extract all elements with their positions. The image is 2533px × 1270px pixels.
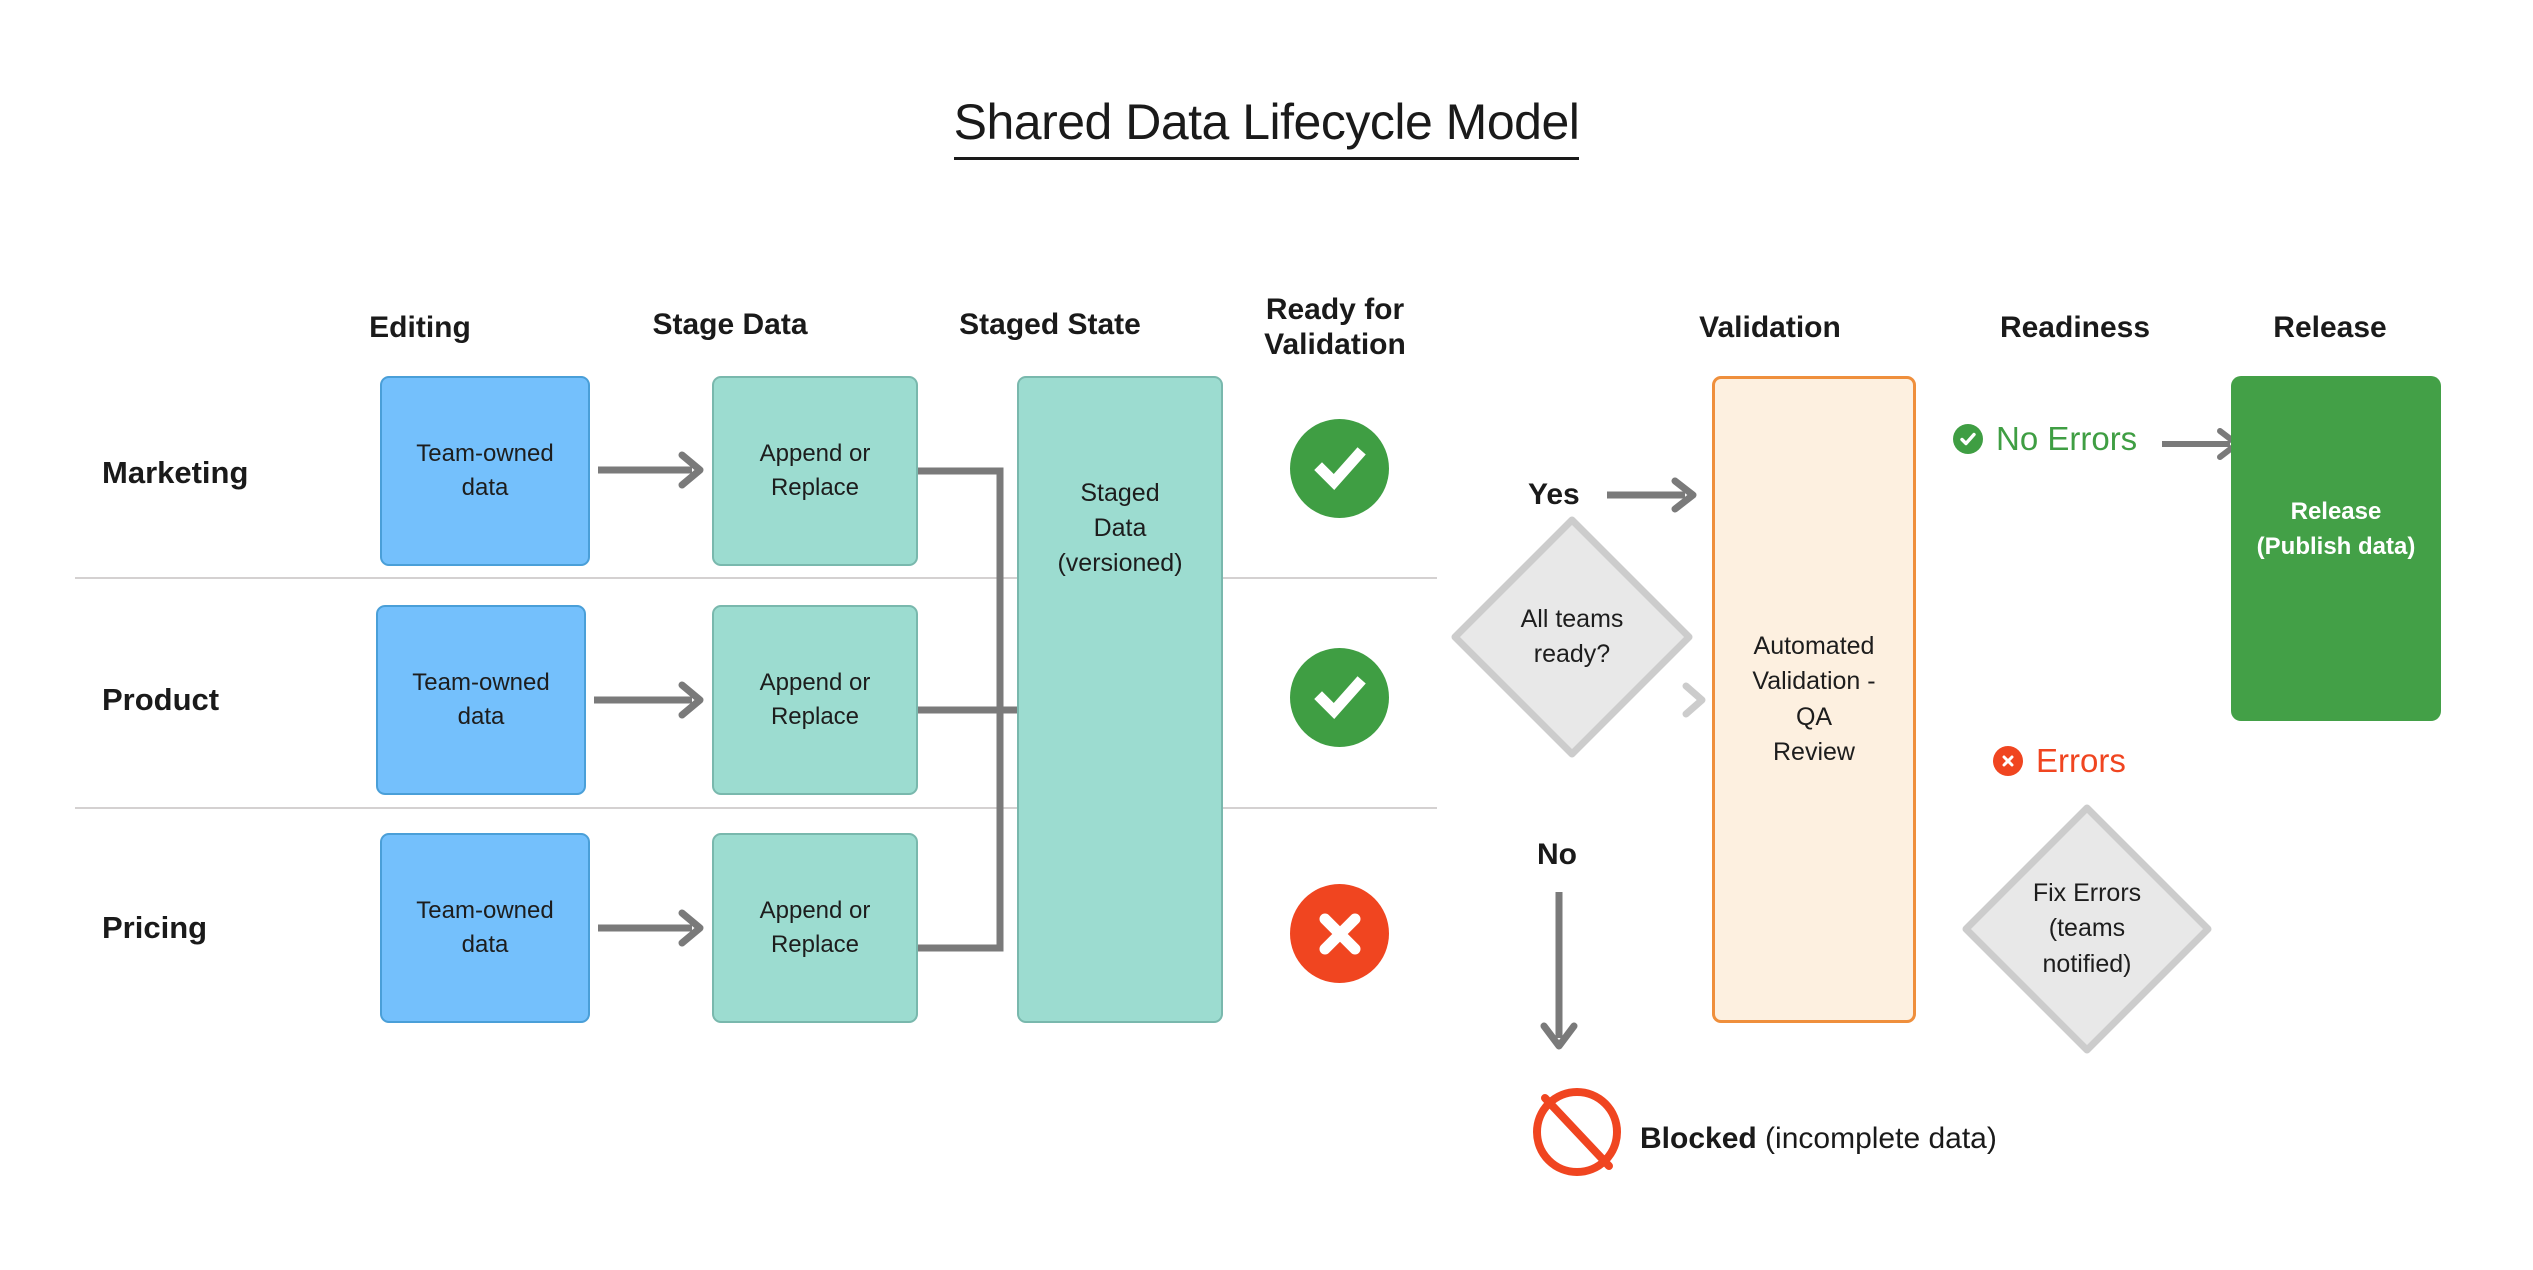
cross-circle-icon bbox=[1993, 746, 2023, 776]
validation-box[interactable]: Automated Validation - QA Review bbox=[1712, 376, 1916, 1023]
blocked-detail: (incomplete data) bbox=[1756, 1122, 1997, 1155]
stage-box-product-line1: Append or bbox=[759, 668, 871, 696]
check-circle-icon bbox=[1313, 446, 1366, 490]
column-header-staged-state: Staged State bbox=[959, 308, 1141, 341]
editing-box-pricing-line2: data bbox=[461, 931, 509, 958]
editing-box-marketing-line1: Team-owned bbox=[416, 439, 554, 467]
diamond-shape bbox=[1451, 516, 1693, 758]
errors-chip: Errors bbox=[1993, 742, 2126, 780]
arrow-yes-to-validation bbox=[1607, 477, 1697, 513]
row-label-marketing: Marketing bbox=[102, 455, 249, 490]
column-header-stage-data: Stage Data bbox=[652, 308, 808, 341]
release-box[interactable]: Release (Publish data) bbox=[2231, 376, 2441, 721]
staged-state-line3: (versioned) bbox=[1057, 549, 1183, 577]
decision-line1: All teams bbox=[1520, 604, 1624, 633]
fix-errors-diamond[interactable]: Fix Errors (teams notified) bbox=[1958, 800, 2216, 1058]
diamond-shape bbox=[1962, 804, 2212, 1054]
ready-status-marketing bbox=[1290, 419, 1389, 518]
column-header-release: Release bbox=[2273, 311, 2387, 344]
blocked-caption: Blocked (incomplete data) bbox=[1640, 1122, 1997, 1156]
no-errors-label: No Errors bbox=[1996, 420, 2138, 457]
decision-yes-label: Yes bbox=[1528, 478, 1580, 511]
stage-box-marketing-line1: Append or bbox=[759, 439, 871, 467]
blocked-label: Blocked bbox=[1640, 1122, 1757, 1155]
row-label-product: Product bbox=[102, 682, 220, 717]
decision-no-label: No bbox=[1537, 838, 1577, 871]
page-title: Shared Data Lifecycle Model bbox=[0, 93, 2533, 160]
check-circle-icon bbox=[1313, 675, 1366, 719]
arrow-decision-to-validation bbox=[1682, 682, 1706, 718]
arrow-editing-to-stage-product bbox=[594, 681, 704, 719]
stage-box-product[interactable]: Append or Replace bbox=[712, 605, 918, 795]
editing-box-marketing[interactable]: Team-owned data bbox=[380, 376, 590, 566]
check-circle-icon bbox=[1953, 424, 1983, 454]
column-header-editing: Editing bbox=[369, 311, 471, 344]
editing-box-product[interactable]: Team-owned data bbox=[376, 605, 586, 795]
column-header-readiness: Readiness bbox=[1999, 311, 2151, 344]
stage-box-pricing-line1: Append or bbox=[759, 896, 871, 924]
ready-header-line2: Validation bbox=[1264, 328, 1406, 362]
editing-box-marketing-line2: data bbox=[461, 474, 509, 501]
staged-state-line1: Staged bbox=[1080, 479, 1160, 507]
stage-box-product-line2: Replace bbox=[770, 703, 860, 730]
release-line2: (Publish data) bbox=[2256, 533, 2416, 561]
release-line1: Release bbox=[2290, 498, 2382, 525]
errors-label: Errors bbox=[2036, 742, 2126, 779]
row-divider-1 bbox=[75, 577, 1437, 579]
editing-box-pricing-line1: Team-owned bbox=[416, 896, 554, 924]
stage-box-pricing[interactable]: Append or Replace bbox=[712, 833, 918, 1023]
column-header-ready-for-validation: Ready for Validation bbox=[1215, 292, 1455, 362]
staged-state-line2: Data bbox=[1093, 514, 1147, 542]
decision-all-teams-ready[interactable]: All teams ready? bbox=[1447, 512, 1697, 762]
ready-status-pricing bbox=[1290, 884, 1389, 983]
editing-box-product-line2: data bbox=[457, 703, 505, 730]
cross-circle-icon bbox=[1319, 913, 1360, 954]
row-label-pricing: Pricing bbox=[102, 910, 208, 945]
editing-box-product-line1: Team-owned bbox=[412, 668, 550, 696]
row-divider-2 bbox=[75, 807, 1437, 809]
validation-line1: Automated bbox=[1753, 631, 1875, 660]
staged-state-box[interactable]: Staged Data (versioned) bbox=[1017, 376, 1223, 1023]
validation-line2: Validation - QA bbox=[1752, 667, 1876, 731]
stage-box-marketing-line2: Replace bbox=[770, 474, 860, 501]
page-title-text: Shared Data Lifecycle Model bbox=[953, 94, 1580, 160]
column-header-validation: Validation bbox=[1699, 311, 1841, 344]
stage-box-pricing-line2: Replace bbox=[770, 931, 860, 958]
stage-box-marketing[interactable]: Append or Replace bbox=[712, 376, 918, 566]
prohibition-icon bbox=[1533, 1088, 1621, 1176]
no-errors-chip: No Errors bbox=[1953, 420, 2137, 458]
fix-errors-label: Fix Errors (teams notified) bbox=[1958, 800, 2216, 1058]
validation-line3: Review bbox=[1773, 738, 1855, 766]
ready-header-line1: Ready for bbox=[1265, 293, 1405, 326]
fix-errors-line3: notified) bbox=[2042, 949, 2132, 978]
editing-box-pricing[interactable]: Team-owned data bbox=[380, 833, 590, 1023]
fix-errors-line2: (teams bbox=[2048, 914, 2126, 943]
decision-line2: ready? bbox=[1533, 640, 1611, 668]
arrow-editing-to-stage-marketing bbox=[598, 451, 704, 489]
decision-label: All teams ready? bbox=[1447, 512, 1697, 762]
fix-errors-line1: Fix Errors bbox=[2032, 878, 2142, 907]
arrow-no-to-blocked bbox=[1540, 892, 1578, 1050]
arrow-editing-to-stage-pricing bbox=[598, 909, 704, 947]
ready-status-product bbox=[1290, 648, 1389, 747]
